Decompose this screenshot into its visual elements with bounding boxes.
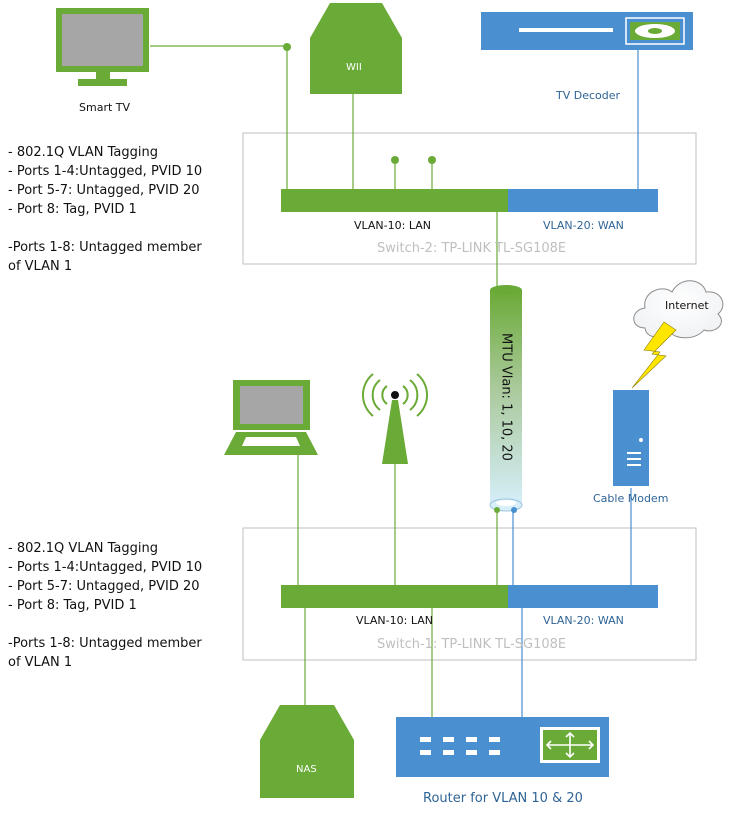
note-line: - Port 8: Tag, PVID 1 [8,598,137,613]
nas-label: NAS [296,764,317,775]
note-line: -Ports 1-8: Untagged member [8,636,202,651]
note-line: of VLAN 1 [8,259,73,274]
lightning-icon [631,321,677,389]
note-line [8,615,202,634]
tv-decoder-label: TV Decoder [556,89,621,102]
note-line: -Ports 1-8: Untagged member [8,240,202,255]
notes-bottom: - 802.1Q VLAN Tagging - Ports 1-4:Untagg… [8,539,202,672]
note-line: - Ports 1-4:Untagged, PVID 10 [8,560,203,575]
note-line: - Port 5-7: Untagged, PVID 20 [8,579,200,594]
note-line [8,219,202,238]
switch1-lan-bar [281,585,508,608]
switch1-wan-label: VLAN-20: WAN [543,614,624,627]
note-line: - Port 8: Tag, PVID 1 [8,202,137,217]
wireless-ap-icon [361,373,429,417]
note-line: - 802.1Q VLAN Tagging [8,541,158,556]
connections-bottom [297,455,632,717]
wii-label: WII [346,62,362,73]
smart-tv-label: Smart TV [79,101,131,114]
switch1-wan-bar [508,585,658,608]
ap-body [382,400,408,464]
port-dot [391,156,399,164]
note-line: - 802.1Q VLAN Tagging [8,145,158,160]
switch1-lan-label: VLAN-10: LAN [356,614,433,627]
notes-top: - 802.1Q VLAN Tagging - Ports 1-4:Untagg… [8,143,202,276]
note-line: - Port 5-7: Untagged, PVID 20 [8,183,200,198]
nas-icon [260,705,354,798]
port-dot [428,156,436,164]
trunk-cylinder [489,285,523,513]
router-label: Router for VLAN 10 & 20 [423,791,583,806]
switch2-lan-label: VLAN-10: LAN [354,219,431,232]
port-dot [283,43,291,51]
switch1-box [242,527,697,661]
internet-label: Internet [665,299,709,312]
note-line: - Ports 1-4:Untagged, PVID 10 [8,164,203,179]
trunk-label: MTU Vlan: 1, 10, 20 [498,333,514,461]
wii-icon [310,3,402,94]
switch1-name: Switch-1: TP-LINK TL-SG108E [377,637,567,652]
note-line: of VLAN 1 [8,655,73,670]
cable-modem-label: Cable Modem [593,492,669,505]
ap-antenna-tip [391,391,399,399]
switch2-lan-bar [281,189,508,212]
router-icon [396,717,609,777]
cable-modem-icon [613,390,649,486]
switch2-wan-label: VLAN-20: WAN [543,219,624,232]
switch2-wan-bar [508,189,658,212]
switch2-name: Switch-2: TP-LINK TL-SG108E [377,241,567,256]
switch2-box [242,132,697,265]
smart-tv-icon [56,8,149,86]
laptop-icon [224,380,318,455]
tv-decoder-icon [481,12,693,50]
